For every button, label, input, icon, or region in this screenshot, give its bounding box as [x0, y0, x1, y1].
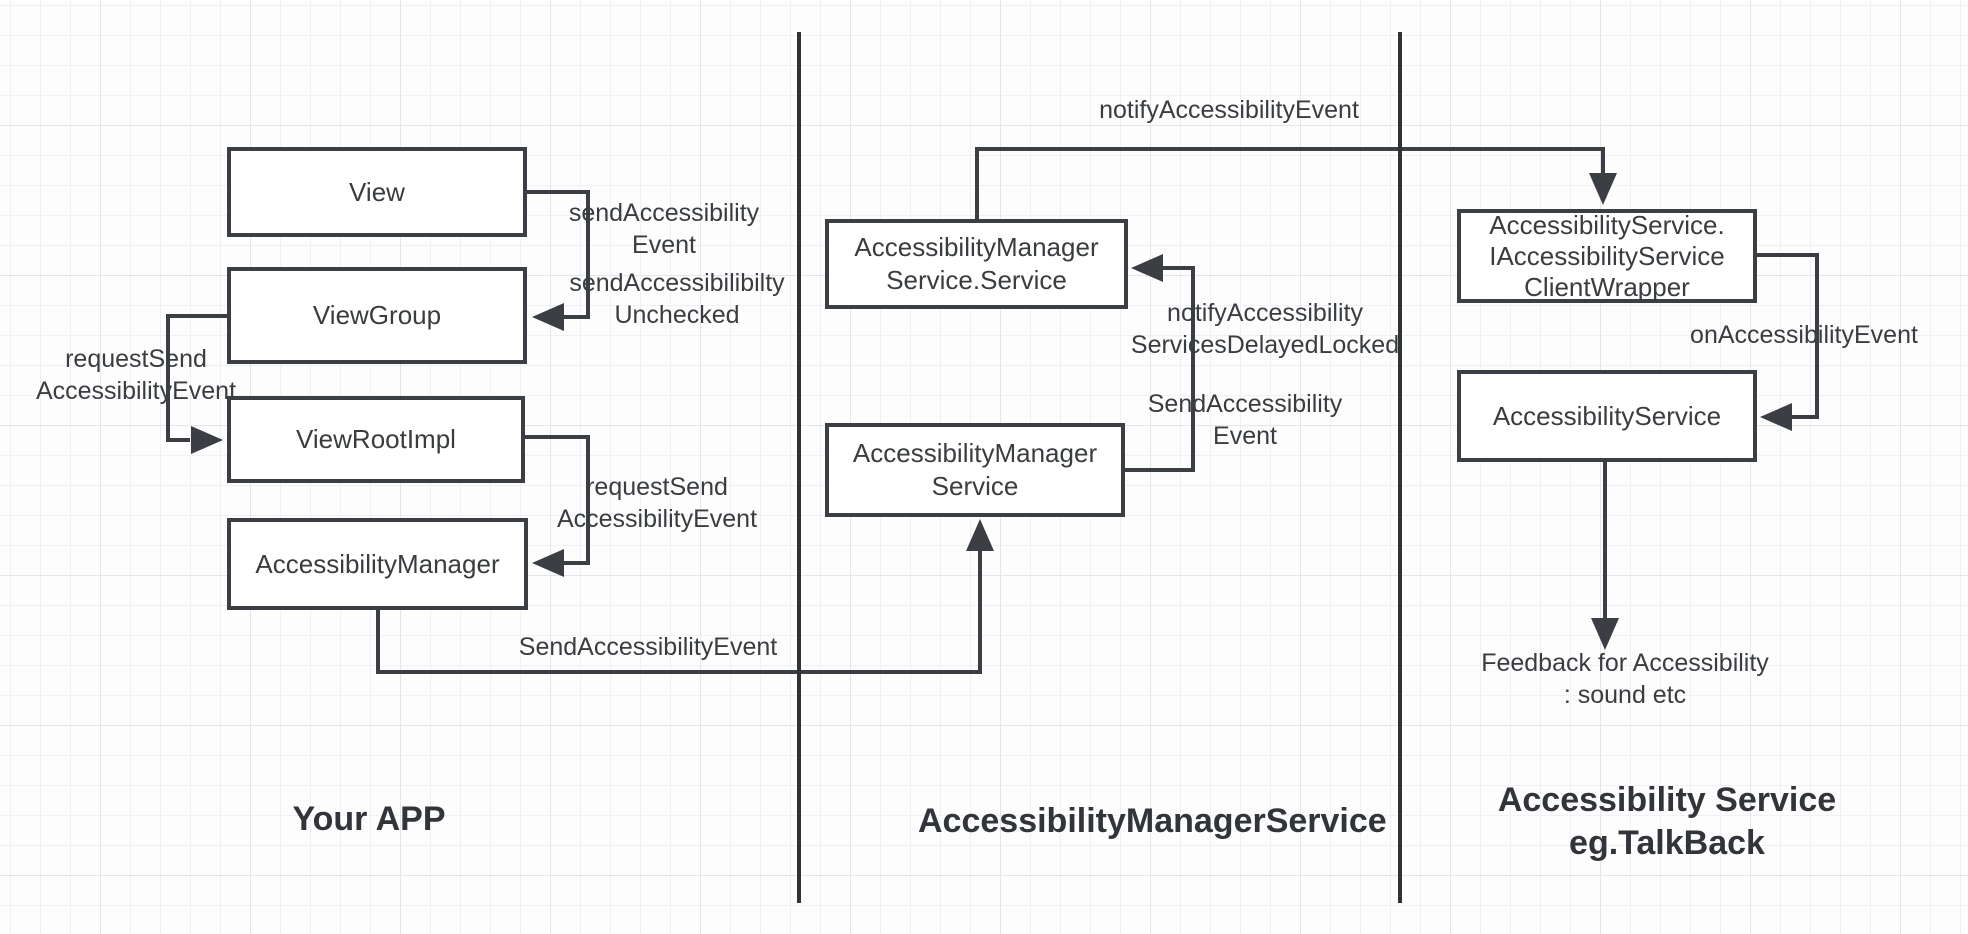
box-viewrootimpl: ViewRootImpl: [227, 396, 525, 483]
connector-accessibilitymanager-to-ams: [376, 519, 994, 674]
box-clientwrapper: AccessibilityService. IAccessibilityServ…: [1457, 209, 1757, 303]
connector-ams-service-to-clientwrapper: [975, 147, 1617, 219]
edge-label-send-accessibilibilty-unchecked: sendAccessibilibilty Unchecked: [569, 269, 785, 329]
connector-viewrootimpl-to-accessibilitymanager: [525, 435, 590, 577]
lane-title-accessibilitymanagerservice: AccessibilityManagerService: [918, 802, 1387, 840]
edge-label-on-accessibility-event: onAccessibilityEvent: [1690, 321, 1918, 349]
edge-label-notify-accessibility-event: notifyAccessibilityEvent: [1099, 96, 1359, 124]
box-ams-service: AccessibilityManager Service.Service: [825, 219, 1128, 309]
connector-view-to-viewgroup: [527, 190, 590, 331]
box-ams-line1: AccessibilityManager: [852, 438, 1098, 468]
box-accessibilityservice: AccessibilityService: [1457, 370, 1757, 462]
edge-label-notify-services-delayed-locked: notifyAccessibility ServicesDelayedLocke…: [1130, 299, 1400, 359]
box-accessibilityservice-label: AccessibilityService: [1492, 400, 1722, 431]
box-ams-service-line1: AccessibilityManager: [854, 232, 1099, 262]
connector-clientwrapper-to-accessibilityservice: [1757, 253, 1819, 431]
edge-label-request-send-right: requestSend AccessibilityEvent: [556, 473, 758, 533]
box-viewgroup: ViewGroup: [227, 267, 527, 364]
box-clientwrapper-line1: AccessibilityService.: [1489, 209, 1725, 240]
label-feedback: Feedback for Accessibility : sound etc: [1481, 649, 1769, 709]
lane-title-accessibility-service: Accessibility Service eg.TalkBack: [1497, 781, 1837, 862]
box-accessibilitymanager: AccessibilityManager: [227, 518, 528, 610]
edge-label-send-accessibility-mid: SendAccessibility Event: [1147, 390, 1343, 450]
box-clientwrapper-line3: ClientWrapper: [1524, 271, 1690, 302]
lane-title-your-app: Your APP: [292, 800, 446, 838]
connector-accessibilityservice-to-feedback: [1591, 462, 1619, 650]
box-ams-line2: Service: [931, 471, 1019, 501]
edge-label-send-accessibility-event-bottom: SendAccessibilityEvent: [518, 633, 778, 661]
connector-ams-to-ams-service: [1125, 254, 1195, 472]
edge-label-send-accessibility-event: sendAccessibility Event: [568, 199, 760, 259]
box-view-label: View: [349, 176, 405, 207]
box-clientwrapper-line2: IAccessibilityService: [1489, 240, 1725, 271]
edge-label-request-send-left: requestSend AccessibilityEvent: [35, 345, 237, 405]
box-viewrootimpl-label: ViewRootImpl: [296, 424, 456, 454]
box-view: View: [227, 147, 527, 237]
connector-viewgroup-to-viewrootimpl: [166, 314, 227, 454]
lane-divider-2: [1398, 32, 1402, 903]
box-viewgroup-label: ViewGroup: [312, 300, 442, 330]
lane-divider-1: [797, 32, 801, 903]
box-ams: AccessibilityManager Service: [825, 423, 1125, 517]
box-ams-service-line2: Service.Service: [886, 265, 1067, 295]
box-accessibilitymanager-label: AccessibilityManager: [255, 548, 500, 579]
